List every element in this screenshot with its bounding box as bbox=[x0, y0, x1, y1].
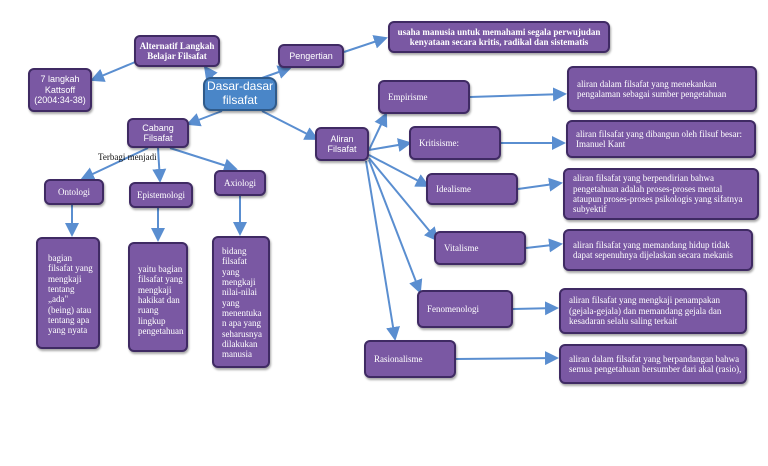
edge-empirisme-def bbox=[469, 87, 567, 102]
node-epistemologi-definition: yaitu bagian filsafat yang mengkaji haki… bbox=[128, 242, 188, 352]
edge-center-pengertian bbox=[261, 65, 292, 79]
node-pengertian: Pengertian bbox=[278, 44, 344, 68]
edge-fenomenologi-def bbox=[512, 301, 559, 316]
node-aliran-filsafat: Aliran Filsafat bbox=[315, 127, 369, 161]
node-axiologi: Axiologi bbox=[214, 170, 266, 196]
node-empirisme-definition: aliran dalam filsafat yang menekankan pe… bbox=[567, 66, 757, 112]
node-axiologi-definition: bidang filsafat yang mengkaji nilai-nila… bbox=[212, 236, 270, 368]
node-kritisisme-definition: aliran filsafat yang dibangun oleh filsu… bbox=[566, 120, 756, 158]
edge-aliran-empirisme bbox=[368, 112, 388, 151]
edge-aliran-kritisisme bbox=[368, 138, 412, 152]
node-empirisme: Empirisme bbox=[378, 80, 470, 114]
node-fenomenologi-definition: aliran filsafat yang mengkaji penampakan… bbox=[559, 288, 747, 334]
node-rasionalisme: Rasionalisme bbox=[364, 340, 456, 378]
edge-cabang-axiologi bbox=[169, 147, 238, 173]
edge-idealisme-def bbox=[517, 177, 563, 192]
edge-aliran-rasionalisme bbox=[365, 160, 400, 341]
node-vitalisme-definition: aliran filsafat yang memandang hidup tid… bbox=[563, 229, 753, 271]
node-pengertian-definition: usaha manusia untuk memahami segala perw… bbox=[388, 21, 610, 53]
node-rasionalisme-definition: aliran dalam filsafat yang berpandangan … bbox=[559, 344, 747, 384]
node-epistemologi: Epistemologi bbox=[129, 182, 193, 208]
edge-pengertian-def bbox=[343, 35, 388, 53]
node-vitalisme: Vitalisme bbox=[434, 231, 526, 265]
node-cabang-filsafat: Cabang Filsafat bbox=[127, 118, 189, 148]
edge-center-cabang bbox=[186, 110, 223, 127]
edge-center-aliran bbox=[261, 110, 319, 140]
edge-cabang-epistemologi bbox=[152, 147, 167, 183]
edge-alternatif-7langkah bbox=[90, 59, 141, 82]
edge-rasionalisme-def bbox=[455, 351, 559, 366]
node-7-langkah: 7 langkah Kattsoff (2004:34-38) bbox=[28, 68, 92, 112]
node-ontologi: Ontologi bbox=[44, 179, 104, 205]
node-fenomenologi: Fenomenologi bbox=[417, 290, 513, 328]
edge-aliran-vitalisme bbox=[368, 157, 439, 242]
node-alternatif-langkah: Alternatif Langkah Belajar Filsafat bbox=[134, 35, 220, 67]
node-idealisme: Idealisme bbox=[426, 173, 518, 205]
node-kritisisme: Kritisisme: bbox=[409, 126, 501, 160]
edge-aliran-idealisme bbox=[368, 154, 430, 187]
label-terbagi-menjadi: Terbagi menjadi bbox=[98, 152, 157, 162]
edge-cabang-ontologi bbox=[80, 147, 149, 181]
node-ontologi-definition: bagian filsafat yang mengkaji tentang „a… bbox=[36, 237, 100, 349]
edge-aliran-fenomenologi bbox=[368, 159, 423, 294]
node-dasar-dasar-filsafat: Dasar-dasar filsafat bbox=[203, 77, 277, 111]
node-idealisme-definition: aliran filsafat yang berpendirian bahwa … bbox=[563, 168, 759, 220]
edge-vitalisme-def bbox=[525, 238, 563, 253]
